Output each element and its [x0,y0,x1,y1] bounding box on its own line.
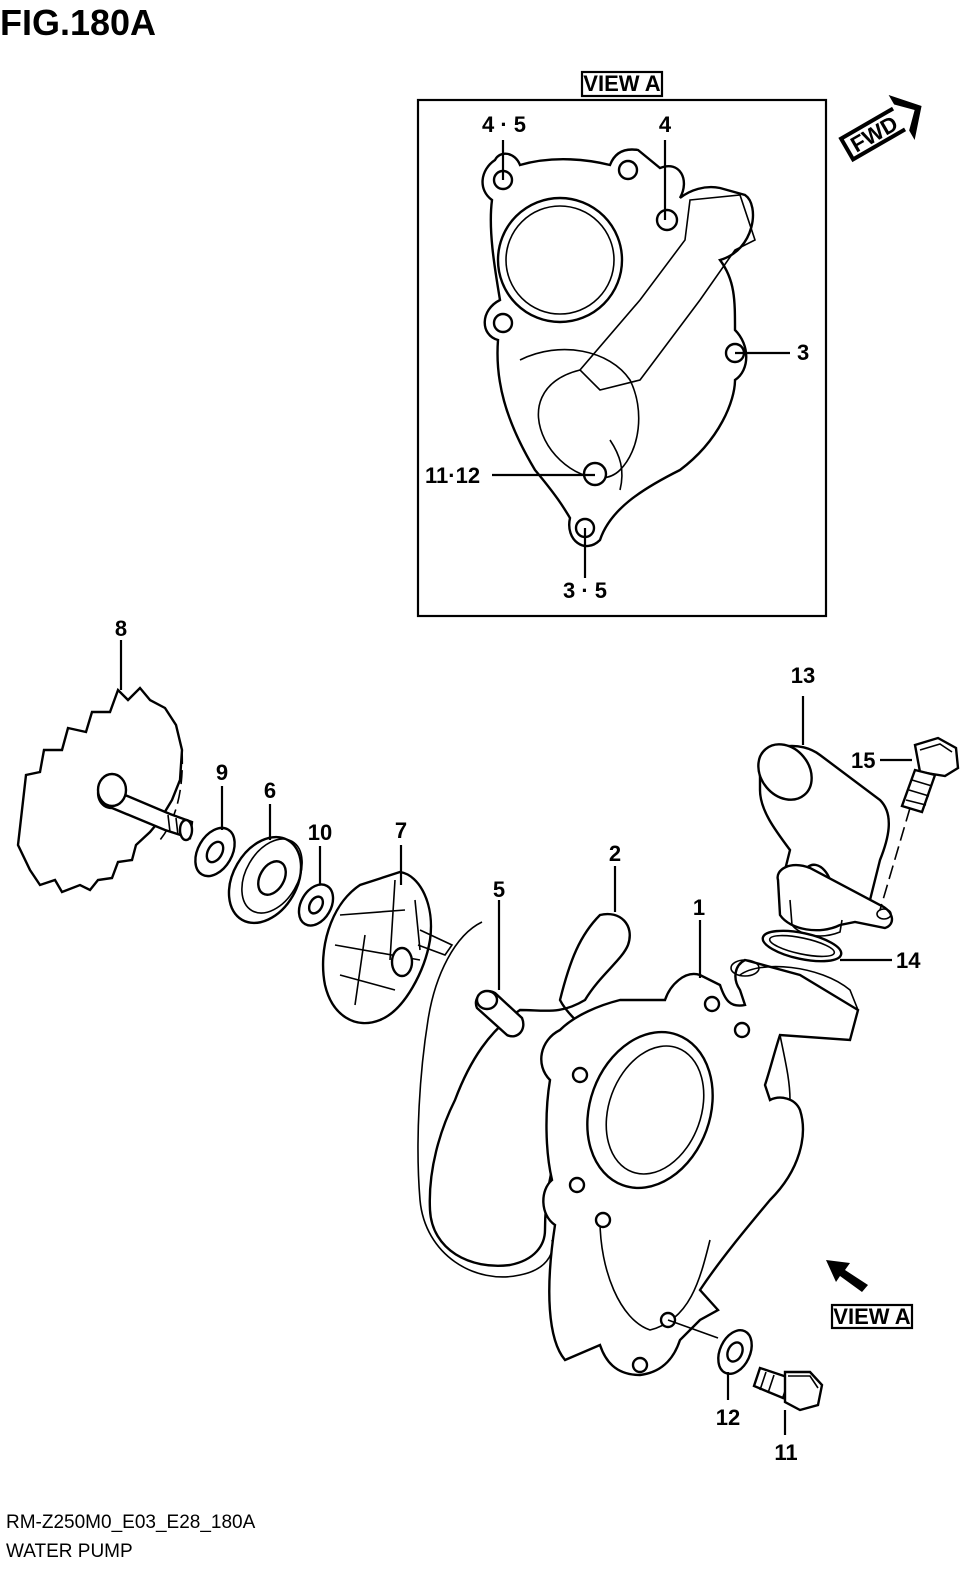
dowel-5-end [475,989,499,1011]
view-a-callout-4-5: 4 · 5 [482,112,526,137]
fwd-arrow-icon: FWD [838,94,922,163]
pump-cover-drain-axis [667,1319,719,1339]
part-13-outlet-fitting: 13 [757,663,894,937]
part-12-washer: 12 [716,1329,753,1430]
bolt-15-head-edge [919,743,953,753]
view-a-hole-top [617,159,639,181]
part-6-seal: 6 [227,778,303,925]
pump-gear-hidden-edge [159,749,184,841]
view-a-inner-channel [519,348,640,479]
pump-cover-hole-bottom-left [594,1211,612,1229]
view-a-callout-11-12: 11·12 [425,463,480,488]
label-part-10: 10 [308,820,332,845]
part-1-pump-cover: 1 [540,895,860,1377]
view-a-arrow-icon [826,1260,868,1292]
part-15-bolt: 15 [851,736,960,911]
part-9-washer: 9 [194,760,236,878]
outlet-fitting-bolt-hole [876,908,892,920]
drain-bolt-head-edge [788,1375,819,1389]
view-a-callout-label: VIEW A [833,1304,911,1329]
bolt-15-shank [900,768,937,814]
outlet-fitting-flange [776,863,894,932]
view-a-frame [416,98,828,618]
label-part-15: 15 [851,748,875,773]
figure-title: FIG.180A [0,2,157,43]
view-a-callout-3: 3 [797,340,809,365]
pump-cover-channel [599,1219,711,1331]
outlet-fitting-mouth [757,743,813,801]
part-14-o-ring: 14 [761,929,921,973]
seal-6-rim [241,838,303,914]
label-part-5: 5 [493,877,505,902]
view-a-title: VIEW A [583,71,661,96]
view-a-direction: VIEW A [826,1260,914,1330]
pump-shaft-tip [178,818,194,842]
view-a-main-bore [496,196,624,324]
figure-name: WATER PUMP [6,1541,133,1562]
pump-shaft-end [96,772,128,808]
pump-cover-outlet-mouth [730,959,760,977]
pump-cover-bore [586,1030,714,1190]
figure-code: RM-Z250M0_E03_E28_180A [6,1512,256,1533]
washer-10-hole [307,895,325,915]
part-7-impeller: 7 [321,818,454,1025]
o-ring-14-inner [768,934,836,958]
view-a-hole-left [492,312,514,334]
impeller-vane-tip [417,929,454,956]
pump-cover-hole-top [703,995,721,1013]
pump-cover-hole-outlet [733,1021,751,1039]
pump-cover-hole-left-lower [568,1176,586,1194]
seal-6-bore [257,860,287,896]
view-a-rib [609,439,623,491]
washer-9-hole [205,840,225,864]
bolt-15-thread [905,779,933,806]
part-8-pump-gear: 8 [16,616,194,894]
label-part-1: 1 [693,895,705,920]
view-a-main-bore-inner [505,205,615,315]
bolt-15-head [913,736,960,778]
label-part-14: 14 [896,948,921,973]
view-a-inset: VIEW A 4 · 5 4 3 11·12 3 · 5 [416,70,828,618]
label-part-8: 8 [115,616,127,641]
o-ring-14-outer [761,929,843,963]
part-11-drain-bolt: 11 [752,1366,824,1465]
pump-cover-hole-bottom [631,1356,649,1374]
part-10-washer: 10 [297,820,335,927]
impeller-body [321,870,433,1025]
drain-bolt-head [783,1370,824,1412]
label-part-12: 12 [716,1405,740,1430]
washer-12-hole [726,1341,744,1363]
pump-cover-hole-left [571,1066,589,1084]
impeller-vanes [334,879,421,1006]
view-a-callout-box [830,1303,914,1330]
view-a-outlet-pipe [578,194,756,391]
impeller-hub [390,946,414,978]
pump-cover-bore-inner [605,1045,705,1175]
pump-cover-body [540,958,860,1377]
view-a-hole-top-right [655,208,679,232]
label-part-13: 13 [791,663,815,688]
label-part-9: 9 [216,760,228,785]
view-a-callout-3-5: 3 · 5 [563,578,607,603]
view-a-title-box [580,70,664,98]
bolt-15-axis [879,807,911,911]
label-part-6: 6 [264,778,276,803]
label-part-7: 7 [395,818,407,843]
label-part-11: 11 [774,1440,797,1465]
drain-bolt-thread [759,1371,775,1394]
label-part-2: 2 [609,841,621,866]
pump-cover-outlet [739,965,859,1101]
gasket-2-outer-ring [417,921,554,1278]
view-a-callout-4: 4 [659,112,672,137]
part-5-dowel: 5 [474,877,525,1038]
